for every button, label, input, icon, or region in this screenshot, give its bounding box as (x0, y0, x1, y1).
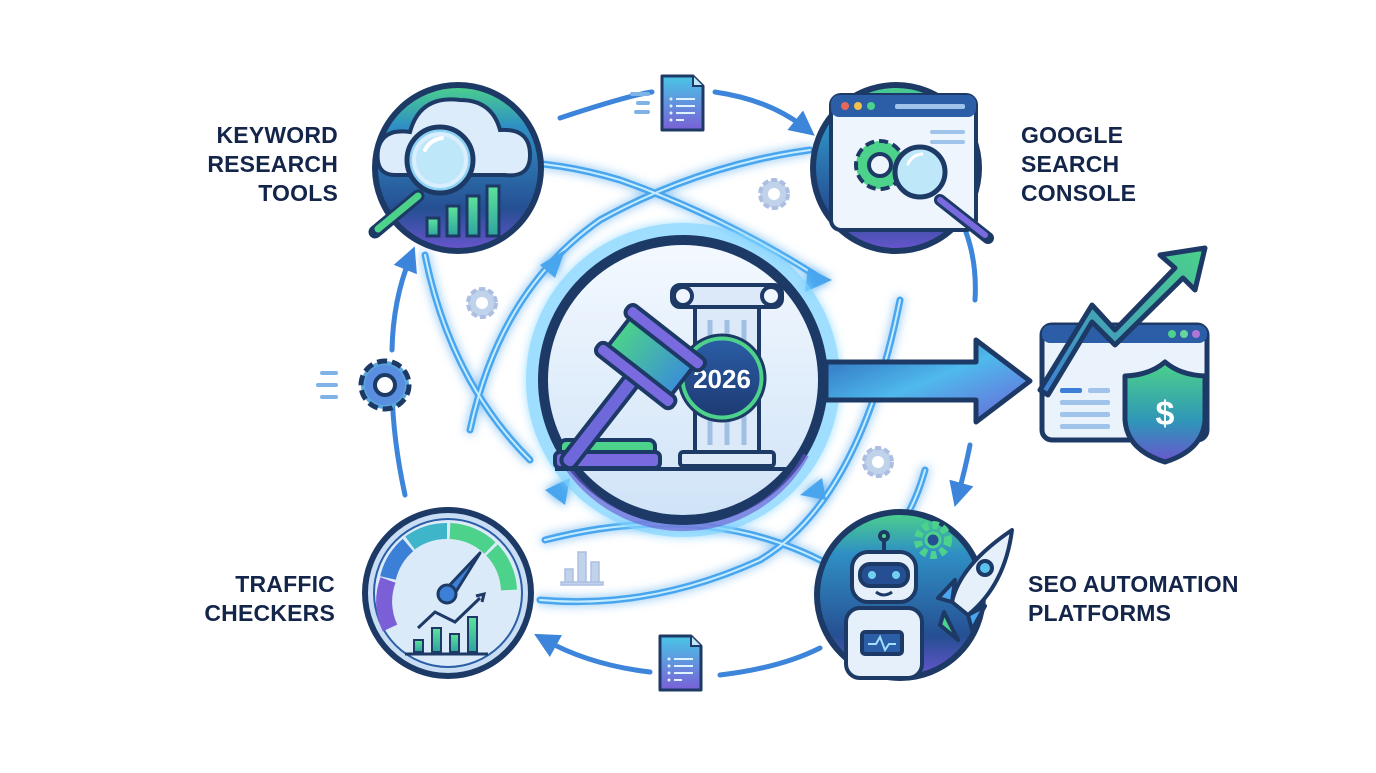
gear-icon (862, 446, 894, 478)
label-line: TOOLS (258, 180, 338, 206)
label-line: CHECKERS (204, 600, 335, 626)
dollar-symbol: $ (1156, 395, 1175, 433)
label-keyword-research-tools: KEYWORD RESEARCH TOOLS (150, 121, 338, 208)
document-icon (630, 74, 705, 132)
output-arrow (823, 337, 1033, 425)
label-seo-automation-platforms: SEO AUTOMATION PLATFORMS (1028, 570, 1288, 628)
revenue-growth-graphic: $ (1037, 245, 1210, 465)
node-google-search-console (810, 82, 994, 254)
node-seo-automation-platforms (814, 509, 1014, 681)
label-line: GOOGLE (1021, 122, 1124, 148)
center-hub: 2026 (526, 223, 840, 537)
label-line: RESEARCH (207, 151, 338, 177)
label-line: SEO AUTOMATION (1028, 571, 1239, 597)
gear-icon (914, 521, 952, 559)
gear-icon (316, 358, 412, 412)
robot-icon (844, 530, 924, 680)
dollar-shield-icon: $ (1122, 359, 1208, 465)
bar-chart-icon (560, 551, 604, 586)
label-line: KEYWORD (216, 122, 338, 148)
label-line: SEARCH (1021, 151, 1120, 177)
rocket-icon (936, 528, 1014, 642)
cloud-magnifier-chart-icon (368, 97, 533, 239)
trend-up-arrow-icon (1037, 245, 1208, 398)
gavel-icon (553, 303, 707, 471)
label-traffic-checkers: TRAFFIC CHECKERS (150, 570, 335, 628)
gear-icon (758, 178, 790, 210)
node-traffic-checkers (362, 507, 534, 679)
label-line: TRAFFIC (235, 571, 335, 597)
browser-gear-magnifier-icon (829, 93, 994, 244)
label-google-search-console: GOOGLE SEARCH CONSOLE (1021, 121, 1221, 208)
speedometer-chart-icon (376, 522, 517, 632)
label-line: PLATFORMS (1028, 600, 1172, 626)
document-icon (658, 634, 703, 692)
gear-icon (466, 287, 498, 319)
label-line: CONSOLE (1021, 180, 1137, 206)
node-keyword-research-tools (368, 82, 544, 254)
